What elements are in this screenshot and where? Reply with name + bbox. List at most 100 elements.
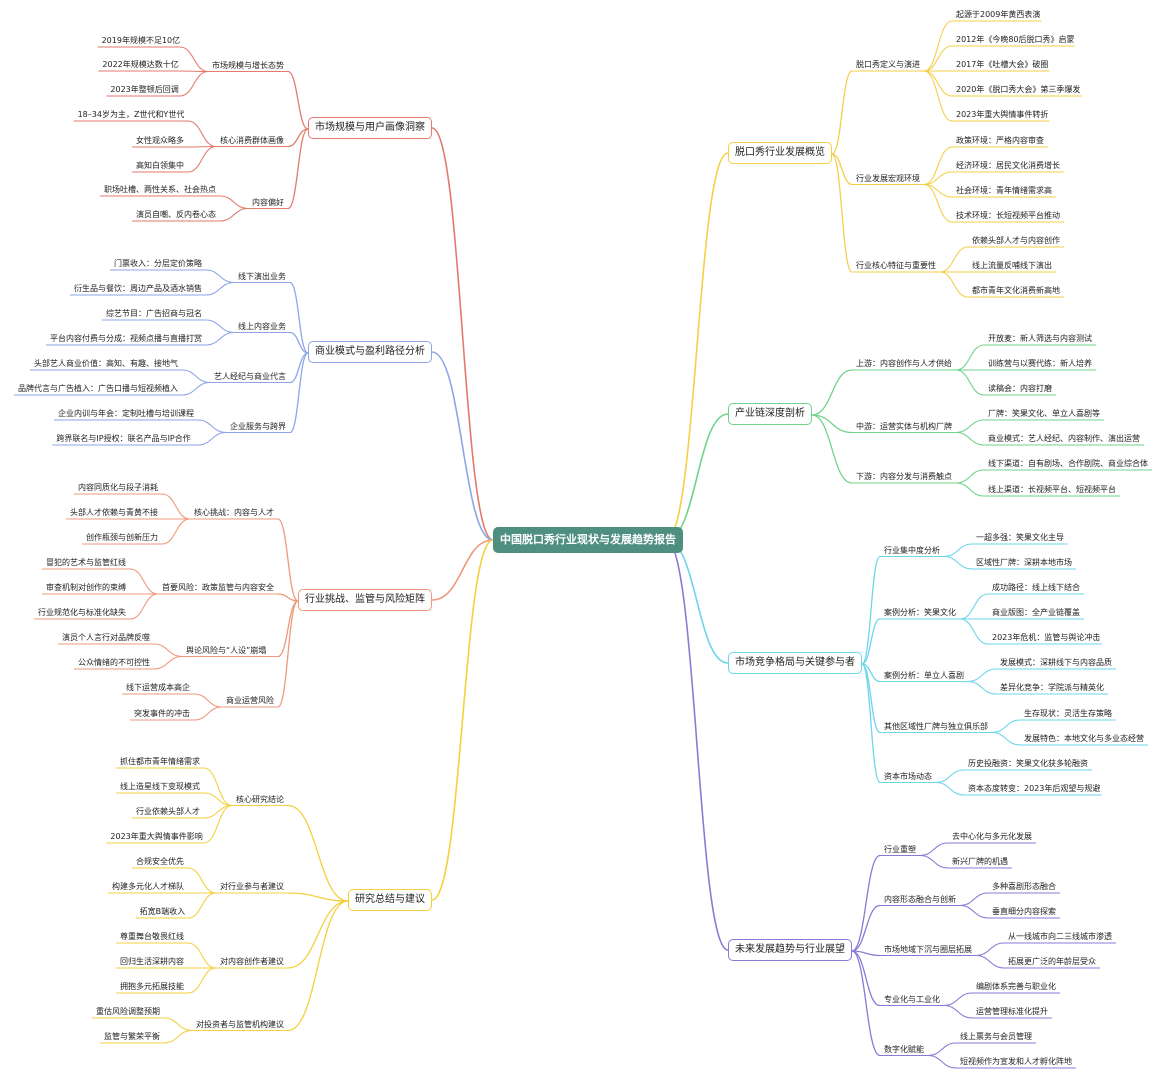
leaf-topic[interactable]: 拓展更广泛的年龄层受众 — [1008, 957, 1096, 966]
leaf-topic[interactable]: 差异化竞争：学院派与精英化 — [1000, 683, 1104, 692]
leaf-topic[interactable]: 商业版图：全产业链覆盖 — [992, 608, 1080, 617]
leaf-topic[interactable]: 跨界联名与IP授权：联名产品与IP合作 — [56, 434, 191, 443]
leaf-topic[interactable]: 2023年危机：监管与舆论冲击 — [992, 633, 1101, 642]
subtopic[interactable]: 核心消费群体画像 — [220, 135, 284, 145]
leaf-topic[interactable]: 公众情绪的不可控性 — [78, 658, 150, 667]
leaf-topic[interactable]: 尊重舞台敬畏红线 — [120, 932, 184, 941]
leaf-topic[interactable]: 审查机制对创作的束缚 — [46, 583, 126, 592]
subtopic[interactable]: 案例分析：笑果文化 — [884, 608, 956, 617]
subtopic[interactable]: 企业服务与跨界 — [230, 421, 286, 431]
leaf-topic[interactable]: 历史投融资：笑果文化获多轮融资 — [968, 759, 1088, 768]
subtopic[interactable]: 专业化与工业化 — [884, 994, 940, 1004]
leaf-topic[interactable]: 头部艺人商业价值：高知、有趣、接地气 — [34, 359, 178, 368]
leaf-topic[interactable]: 高知白领集中 — [136, 161, 184, 170]
leaf-topic[interactable]: 发展模式：深耕线下与内容品质 — [1000, 658, 1112, 667]
leaf-topic[interactable]: 2017年《吐槽大会》破圈 — [956, 60, 1049, 69]
leaf-topic[interactable]: 资本态度转变：2023年后观望与规避 — [968, 784, 1101, 793]
branch-topic[interactable]: 行业挑战、监管与风险矩阵 — [298, 589, 432, 611]
leaf-topic[interactable]: 回归生活深耕内容 — [120, 957, 184, 966]
leaf-topic[interactable]: 社会环境：青年情绪需求高 — [956, 186, 1052, 195]
subtopic[interactable]: 市场规模与增长态势 — [212, 60, 284, 70]
subtopic[interactable]: 行业重塑 — [884, 844, 916, 854]
leaf-topic[interactable]: 行业规范化与标准化缺失 — [38, 608, 126, 617]
branch-topic[interactable]: 脱口秀行业发展概览 — [728, 142, 832, 164]
leaf-topic[interactable]: 训练营与以赛代练：新人培养 — [988, 359, 1092, 368]
branch-topic[interactable]: 商业模式与盈利路径分析 — [308, 341, 432, 363]
leaf-topic[interactable]: 编剧体系完善与职业化 — [976, 982, 1056, 991]
leaf-topic[interactable]: 短视频作为宣发和人才孵化阵地 — [960, 1057, 1072, 1066]
leaf-topic[interactable]: 行业依赖头部人才 — [136, 807, 200, 816]
subtopic[interactable]: 对内容创作者建议 — [220, 957, 284, 966]
leaf-topic[interactable]: 职场吐槽、两性关系、社会热点 — [104, 185, 216, 194]
leaf-topic[interactable]: 女性观众略多 — [136, 136, 184, 145]
subtopic[interactable]: 核心挑战：内容与人才 — [194, 508, 274, 517]
leaf-topic[interactable]: 拥抱多元拓展技能 — [120, 982, 184, 991]
leaf-topic[interactable]: 运营管理标准化提升 — [976, 1007, 1048, 1016]
leaf-topic[interactable]: 线上流量反哺线下演出 — [972, 261, 1052, 270]
subtopic[interactable]: 中游：运营实体与机构厂牌 — [856, 421, 952, 431]
subtopic[interactable]: 首要风险：政策监管与内容安全 — [162, 583, 274, 592]
leaf-topic[interactable]: 2012年《今晚80后脱口秀》启蒙 — [956, 35, 1075, 44]
leaf-topic[interactable]: 创作瓶颈与创新压力 — [86, 533, 158, 542]
leaf-topic[interactable]: 线上造星线下变现模式 — [120, 782, 200, 791]
subtopic[interactable]: 商业运营风险 — [226, 696, 274, 705]
leaf-topic[interactable]: 线下渠道：自有剧场、合作剧院、商业综合体 — [988, 459, 1148, 468]
leaf-topic[interactable]: 区域性厂牌：深耕本地市场 — [976, 558, 1072, 567]
leaf-topic[interactable]: 2020年《脱口秀大会》第三季爆发 — [956, 85, 1081, 94]
leaf-topic[interactable]: 构建多元化人才梯队 — [112, 882, 184, 891]
root-topic[interactable]: 中国脱口秀行业现状与发展趋势报告 — [493, 527, 683, 553]
subtopic[interactable]: 行业发展宏观环境 — [856, 173, 920, 183]
leaf-topic[interactable]: 商业模式：艺人经纪、内容制作、演出运营 — [988, 434, 1140, 443]
leaf-topic[interactable]: 起源于2009年黄西表演 — [956, 10, 1041, 19]
leaf-topic[interactable]: 线下运营成本高企 — [126, 683, 190, 692]
leaf-topic[interactable]: 多种喜剧形态融合 — [992, 882, 1056, 891]
leaf-topic[interactable]: 冒犯的艺术与监管红线 — [46, 558, 126, 567]
subtopic[interactable]: 艺人经纪与商业代言 — [214, 371, 286, 381]
subtopic[interactable]: 核心研究结论 — [236, 794, 284, 804]
leaf-topic[interactable]: 2022年规模达数十亿 — [102, 60, 179, 69]
leaf-topic[interactable]: 技术环境：长短视频平台推动 — [956, 211, 1060, 220]
leaf-topic[interactable]: 抓住都市青年情绪需求 — [120, 757, 200, 766]
leaf-topic[interactable]: 读稿会：内容打磨 — [988, 384, 1052, 393]
leaf-topic[interactable]: 突发事件的冲击 — [134, 709, 190, 718]
leaf-topic[interactable]: 合规安全优先 — [136, 857, 184, 866]
leaf-topic[interactable]: 开放麦：新人筛选与内容测试 — [988, 334, 1092, 343]
leaf-topic[interactable]: 演员个人言行对品牌反噬 — [62, 633, 150, 642]
subtopic[interactable]: 市场地域下沉与圈层拓展 — [884, 944, 972, 954]
subtopic[interactable]: 对投资者与监管机构建议 — [196, 1019, 284, 1029]
leaf-topic[interactable]: 政策环境：严格内容审查 — [956, 136, 1044, 145]
leaf-topic[interactable]: 厂牌：笑果文化、单立人喜剧等 — [988, 409, 1100, 418]
subtopic[interactable]: 线下演出业务 — [238, 271, 286, 281]
subtopic[interactable]: 案例分析：单立人喜剧 — [884, 670, 964, 680]
subtopic[interactable]: 线上内容业务 — [238, 321, 286, 331]
leaf-topic[interactable]: 平台内容付费与分成：视频点播与直播打赏 — [50, 334, 202, 343]
leaf-topic[interactable]: 企业内训与年会：定制吐槽与培训课程 — [58, 409, 194, 418]
subtopic[interactable]: 脱口秀定义与演进 — [856, 60, 920, 69]
leaf-topic[interactable]: 都市青年文化消费新高地 — [972, 286, 1060, 295]
leaf-topic[interactable]: 监管与繁荣平衡 — [104, 1032, 160, 1041]
leaf-topic[interactable]: 成功路径：线上线下结合 — [992, 583, 1080, 592]
leaf-topic[interactable]: 经济环境：居民文化消费增长 — [956, 161, 1060, 170]
leaf-topic[interactable]: 一超多强：笑果文化主导 — [976, 533, 1064, 542]
subtopic[interactable]: 对行业参与者建议 — [220, 882, 284, 891]
subtopic[interactable]: 内容形态融合与创新 — [884, 894, 956, 904]
leaf-topic[interactable]: 线上票务与会员管理 — [960, 1032, 1032, 1041]
subtopic[interactable]: 内容偏好 — [252, 197, 284, 207]
branch-topic[interactable]: 市场规模与用户画像洞察 — [308, 117, 432, 139]
leaf-topic[interactable]: 内容同质化与段子消耗 — [78, 483, 158, 492]
leaf-topic[interactable]: 门票收入：分层定价策略 — [114, 259, 202, 268]
subtopic[interactable]: 上游：内容创作与人才供给 — [856, 359, 952, 368]
subtopic[interactable]: 其他区域性厂牌与独立俱乐部 — [884, 721, 988, 731]
subtopic[interactable]: 数字化赋能 — [884, 1044, 924, 1054]
leaf-topic[interactable]: 2023年重大舆情事件影响 — [110, 832, 203, 841]
branch-topic[interactable]: 市场竞争格局与关键参与者 — [728, 652, 862, 674]
leaf-topic[interactable]: 18–34岁为主，Z世代和Y世代 — [77, 110, 185, 119]
leaf-topic[interactable]: 演员自嘲、反内卷心态 — [136, 210, 216, 219]
leaf-topic[interactable]: 生存现状：灵活生存策略 — [1024, 709, 1112, 718]
branch-topic[interactable]: 研究总结与建议 — [348, 889, 432, 911]
leaf-topic[interactable]: 拓宽B端收入 — [139, 907, 186, 916]
branch-topic[interactable]: 未来发展趋势与行业展望 — [728, 939, 852, 961]
subtopic[interactable]: 下游：内容分发与消费触点 — [856, 472, 952, 481]
leaf-topic[interactable]: 发展特色：本地文化与多业态经营 — [1024, 734, 1144, 743]
subtopic[interactable]: 行业集中度分析 — [884, 545, 940, 555]
